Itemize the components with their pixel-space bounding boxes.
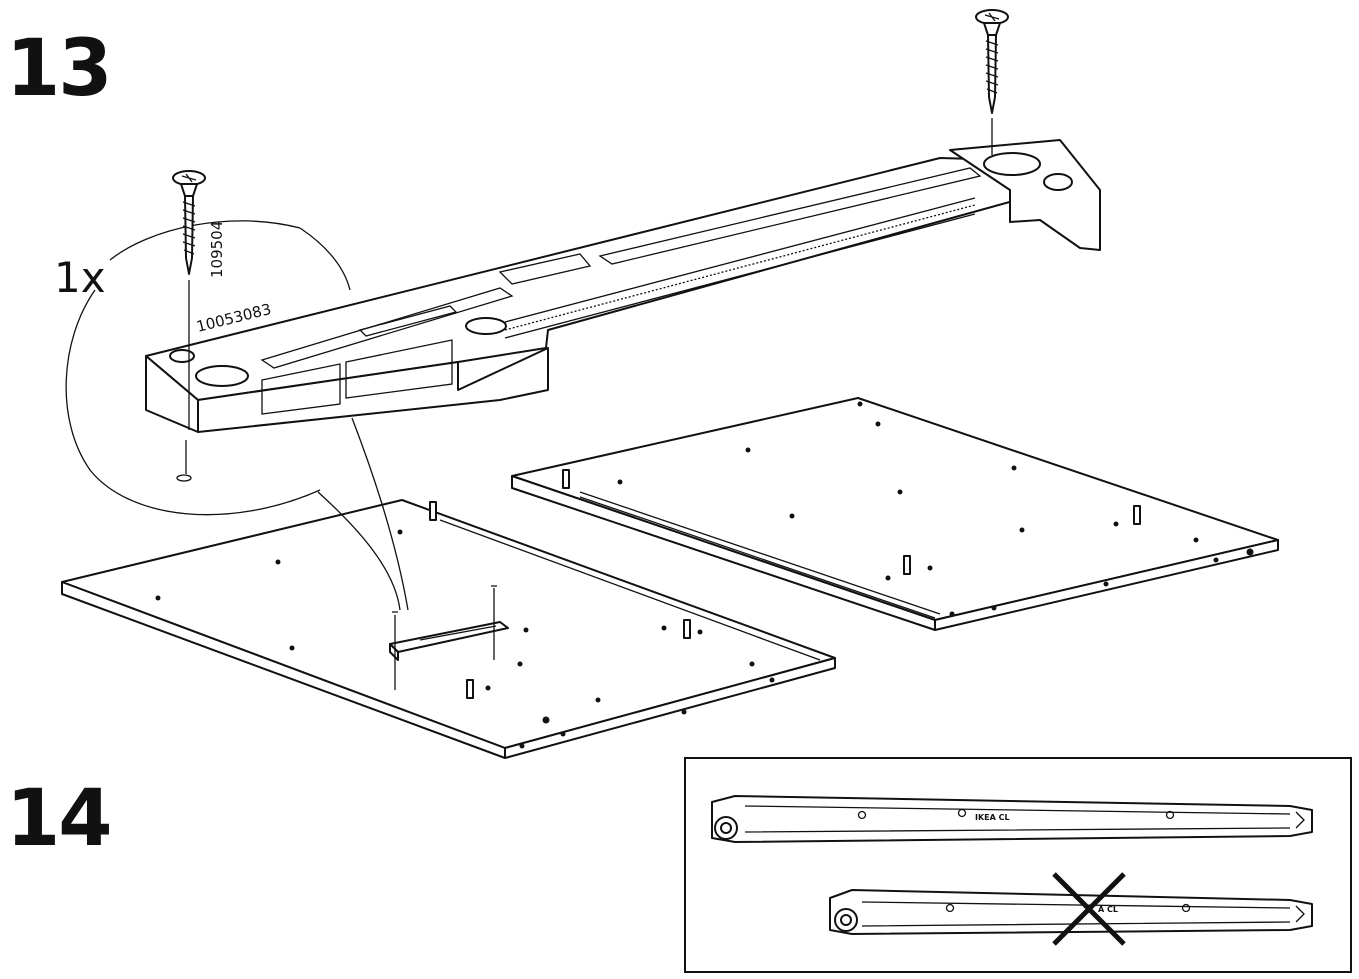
screw-code-label: 109504: [208, 221, 226, 278]
screw-icon: [975, 9, 1009, 155]
left-panel: [61, 499, 836, 759]
right-panel: [511, 397, 1279, 631]
screw-icon: [172, 170, 206, 482]
long-rail: [145, 139, 1101, 433]
incorrect-rail: A CL: [829, 889, 1313, 935]
svg-text:IKEA CL: IKEA CL: [975, 813, 1010, 822]
detail-magnifier: [65, 220, 409, 611]
incorrect-x-icon: [1052, 872, 1126, 946]
svg-text:A CL: A CL: [1098, 905, 1118, 914]
step-number-14: 14: [6, 774, 113, 864]
quantity-label: 1x: [54, 253, 106, 302]
step-number-13: 13: [6, 24, 113, 114]
correct-rail: IKEA CL: [711, 795, 1313, 843]
inset-box: IKEA CL A CL: [684, 757, 1352, 973]
